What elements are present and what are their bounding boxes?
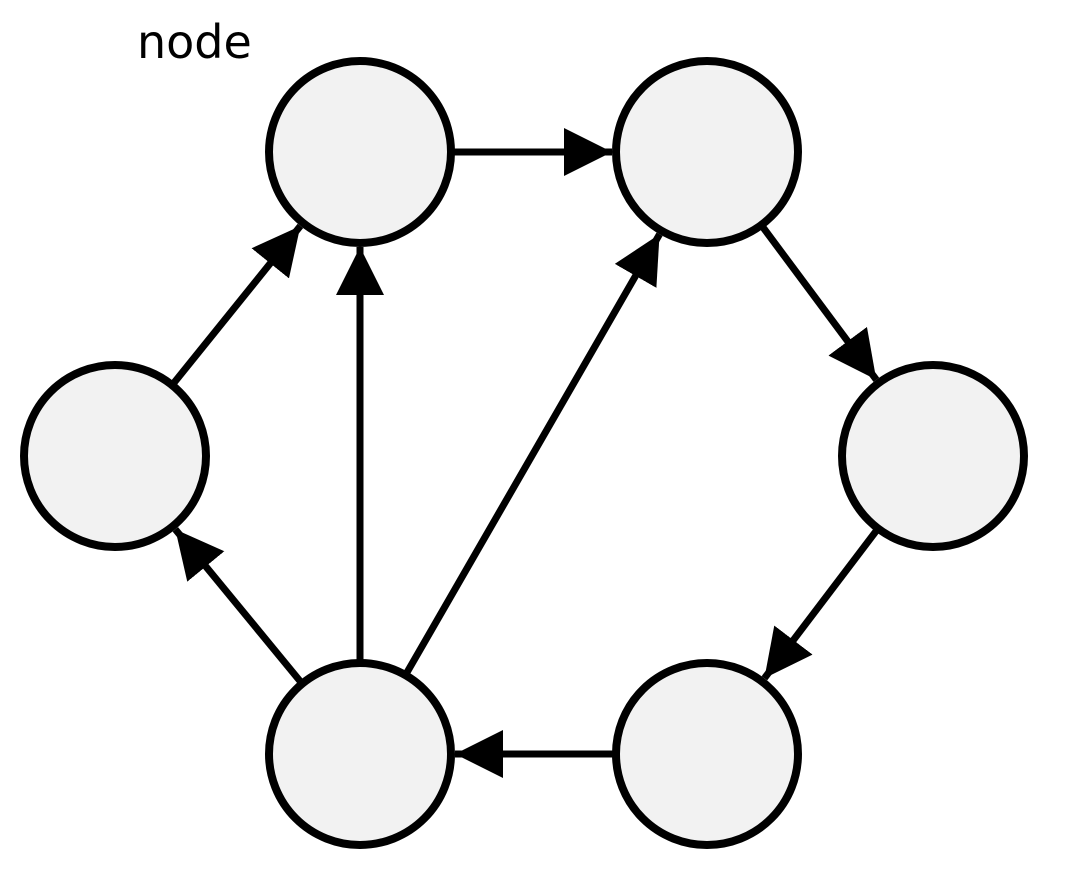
node-label: node	[137, 15, 252, 69]
edge-n3-to-n1	[170, 223, 304, 386]
edge-n5-to-n3	[172, 527, 304, 685]
node-circle-n3	[20, 361, 210, 551]
nodes-group	[20, 57, 1028, 849]
node-circle-n5	[265, 659, 455, 849]
edge-n5-to-n2	[403, 232, 663, 676]
edges-group	[170, 128, 880, 778]
edge-n2-to-n4	[759, 224, 880, 382]
node-circle-n1	[265, 57, 455, 247]
node-circle-n4	[838, 361, 1028, 551]
node-circle-n2	[612, 57, 802, 247]
edge-n4-to-n6	[761, 527, 880, 681]
node-circle-n6	[612, 659, 802, 849]
